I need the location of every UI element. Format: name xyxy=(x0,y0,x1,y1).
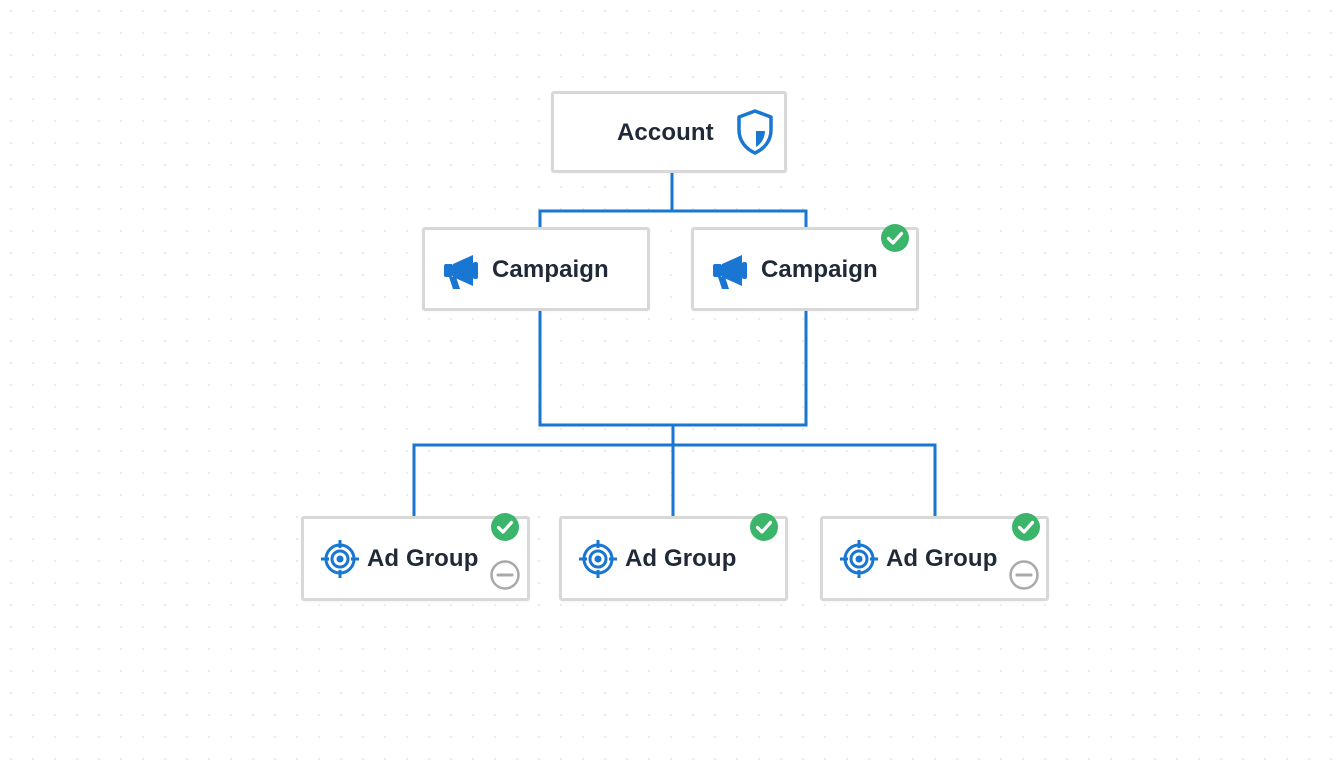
target-icon xyxy=(578,539,618,579)
check-circle-icon xyxy=(1012,513,1040,541)
account-node[interactable]: Account xyxy=(551,91,787,173)
campaign-label: Campaign xyxy=(492,256,609,283)
target-icon xyxy=(320,539,360,579)
campaign-node-2[interactable]: Campaign xyxy=(691,227,919,311)
check-circle-icon xyxy=(750,513,778,541)
megaphone-icon xyxy=(441,252,483,292)
check-circle-icon xyxy=(491,513,519,541)
campaign-node-1[interactable]: Campaign xyxy=(422,227,650,311)
minus-circle-icon[interactable] xyxy=(489,559,521,591)
minus-circle-icon[interactable] xyxy=(1008,559,1040,591)
account-label: Account xyxy=(617,119,714,146)
target-icon xyxy=(839,539,879,579)
check-circle-icon xyxy=(881,224,909,252)
ad-group-node-2[interactable]: Ad Group xyxy=(559,516,788,601)
shield-icon xyxy=(735,108,775,156)
ad-group-label: Ad Group xyxy=(886,545,998,572)
ad-group-label: Ad Group xyxy=(367,545,479,572)
ad-group-node-3[interactable]: Ad Group xyxy=(820,516,1049,601)
ad-group-label: Ad Group xyxy=(625,545,737,572)
campaign-label: Campaign xyxy=(761,256,878,283)
megaphone-icon xyxy=(710,252,752,292)
